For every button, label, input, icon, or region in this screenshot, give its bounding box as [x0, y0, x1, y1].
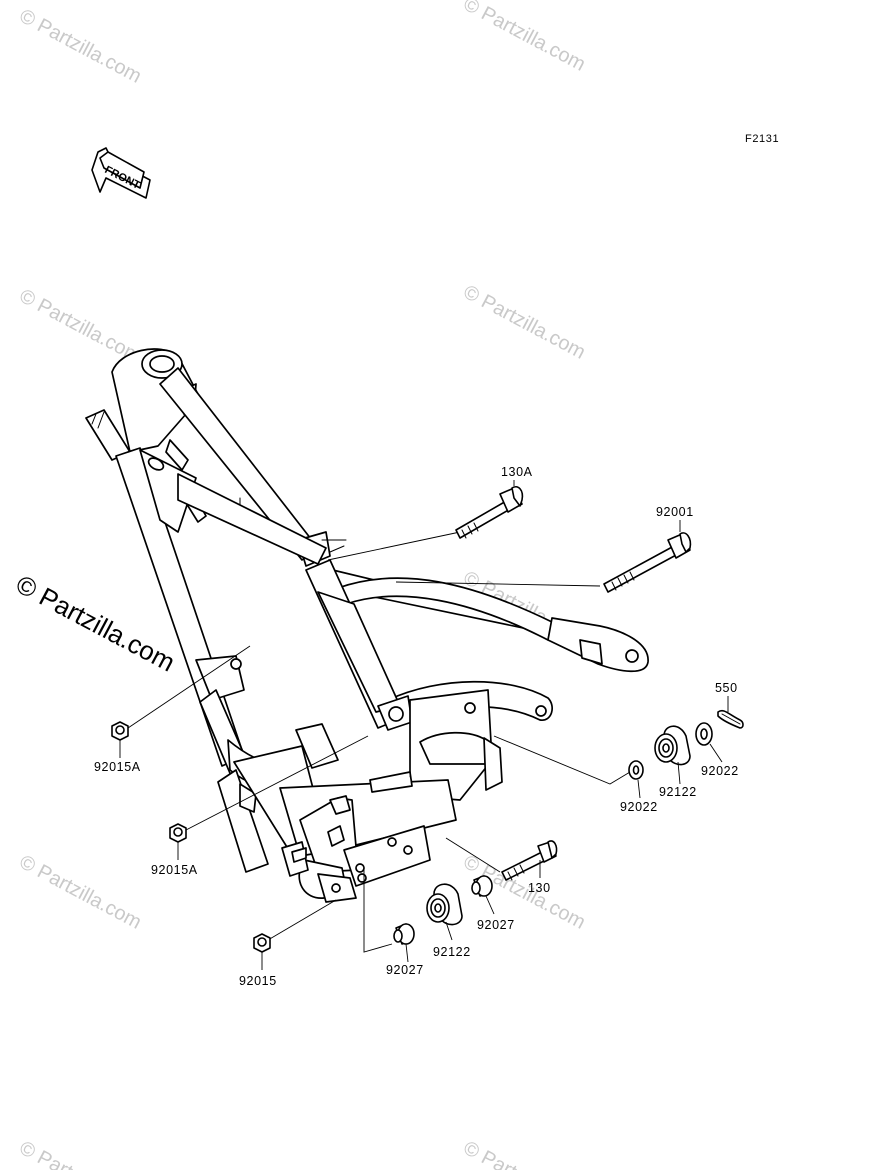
cotter-pin-550[interactable]	[717, 709, 744, 729]
watermark-text: © Partzilla.com	[16, 851, 145, 934]
callout-92015A-lower: 92015A	[151, 863, 198, 877]
collar-92027-right[interactable]	[471, 875, 493, 897]
callout-130A: 130A	[501, 465, 533, 479]
bolt-92001[interactable]	[603, 532, 692, 593]
callout-92001: 92001	[656, 505, 694, 519]
bolt-130[interactable]	[501, 840, 558, 881]
collar-92027-left[interactable]	[393, 923, 415, 945]
callout-550: 550	[715, 681, 738, 695]
figure-code: F2131	[745, 133, 779, 145]
motorcycle-frame	[85, 348, 649, 903]
damper-92122-lower[interactable]	[426, 883, 463, 926]
nut-92015[interactable]	[253, 933, 271, 953]
watermark-text: © Partzilla.com	[16, 285, 145, 368]
callout-92122-lower: 92122	[433, 945, 471, 959]
watermark-text: © Partzilla.com	[460, 1137, 589, 1170]
nut-92015A-lower[interactable]	[169, 823, 187, 843]
watermark-text: © Partzilla.com	[16, 5, 145, 88]
bolt-130A[interactable]	[455, 485, 524, 539]
damper-92122-upper[interactable]	[654, 725, 691, 766]
watermark-text: © Partzilla.com	[460, 281, 589, 364]
watermark-text: © Partzilla.com	[16, 1137, 145, 1170]
callout-92022-left: 92022	[620, 800, 658, 814]
callout-92122-upper: 92122	[659, 785, 697, 799]
nut-92015A-upper[interactable]	[111, 721, 129, 741]
callout-labels: 130A 92001 550 92022 92122 92022 92015A …	[94, 465, 739, 988]
callout-92027-right: 92027	[477, 918, 515, 932]
callout-130: 130	[528, 881, 551, 895]
watermark-text: © Partzilla.com	[460, 0, 589, 76]
callout-92027-left: 92027	[386, 963, 424, 977]
washer-92022-left[interactable]	[628, 760, 644, 780]
watermark-large-text: © Partzilla.com	[11, 569, 180, 678]
callout-92015: 92015	[239, 974, 277, 988]
callout-92022-right: 92022	[701, 764, 739, 778]
callout-92015A-upper: 92015A	[94, 760, 141, 774]
washer-92022-right[interactable]	[695, 722, 713, 746]
front-arrow-icon: FRONT	[91, 147, 151, 199]
leader-lines	[127, 531, 631, 953]
